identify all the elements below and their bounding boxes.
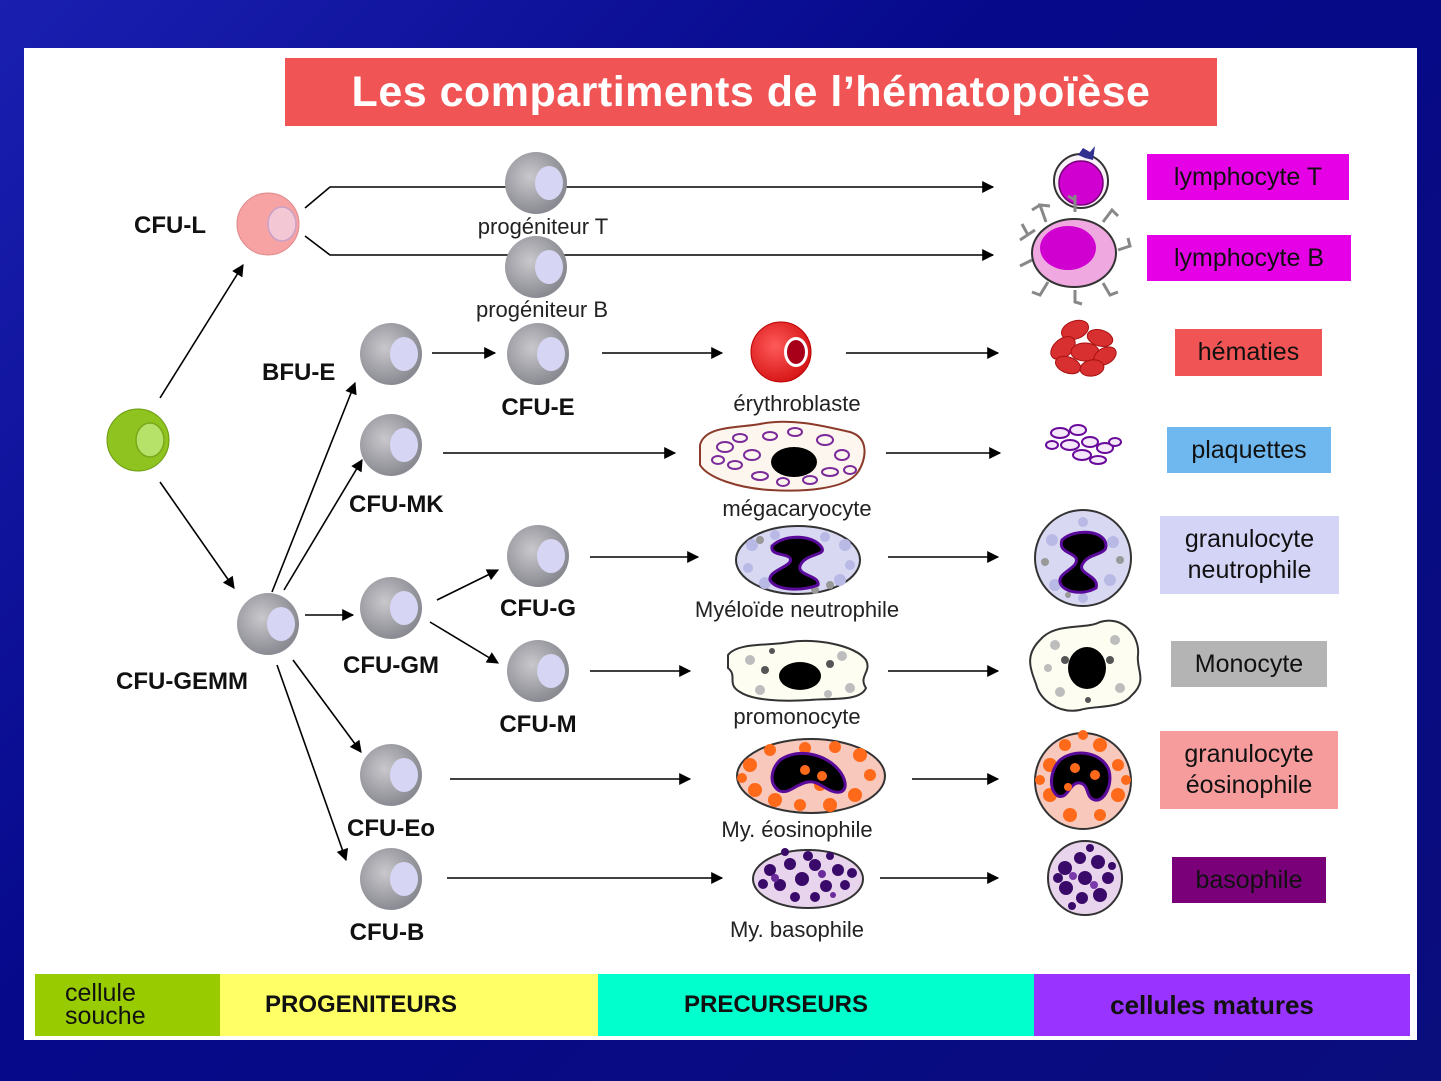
label-progeniteur-t: progéniteur T [478,214,608,239]
box-granulocyte-eosinophile: granulocyte éosinophile [1160,731,1338,809]
label-myeloide-neutrophile: Myéloïde neutrophile [695,597,899,622]
band-precurseurs-label: PRECURSEURS [683,991,869,1018]
label-cfu-l: CFU-L [134,212,206,239]
label-bfu-e: BFU-E [262,359,335,386]
stem-cell-icon [106,408,170,472]
band-cellule-souche-label-1: cellule [65,979,136,1007]
band-cellule-souche-label-2: souche [65,1002,146,1030]
box-plaquettes-label: plaquettes [1191,435,1307,464]
cfu-b-cell-icon [360,848,422,910]
box-plaquettes: plaquettes [1167,427,1331,473]
box-hematies: hématies [1175,329,1322,376]
label-cfu-eo: CFU-Eo [347,815,435,842]
lymphocyte-b-cell-icon [1019,194,1132,306]
my-eosinophile-cell-icon [736,738,886,814]
my-basophile-cell-icon [752,848,864,909]
hematies-cell-icon [1050,319,1117,377]
cfu-g-cell-icon [507,525,569,587]
cell-labels: CFU-L progéniteur T progéniteur B BFU-E … [116,212,899,946]
label-promonocyte: promonocyte [733,704,860,729]
cfu-gemm-cell-icon [237,593,299,655]
box-granulocyte-neutrophile-label-2: neutrophile [1187,556,1312,584]
band-progeniteurs-label: PROGENITEURS [265,991,458,1018]
cfu-e-cell-icon [507,323,569,385]
lymphocyte-t-cell-icon [1053,146,1109,209]
basophile-cell-icon [1047,840,1123,916]
arrow-stem-to-cfu-gemm [159,481,235,589]
monocyte-cell-icon [1029,619,1142,712]
cfu-gm-cell-icon [360,577,422,639]
label-cfu-gemm: CFU-GEMM [116,668,248,695]
band-cellule-souche: cellule souche [35,974,220,1036]
label-cfu-m: CFU-M [499,711,576,738]
box-lymphocyte-b-label: lymphocyte B [1173,243,1325,272]
cfu-l-cell-icon [236,192,300,256]
box-basophile-label: basophile [1195,865,1303,894]
erythroblaste-cell-icon [750,321,812,383]
arrow-gemm-to-cfu-b [276,664,349,862]
band-precurseurs: PRECURSEURS [598,974,1034,1036]
band-progeniteurs: PROGENITEURS [220,974,618,1036]
box-granulocyte-neutrophile: granulocyte neutrophile [1160,516,1339,594]
cfu-mk-cell-icon [360,414,422,476]
band-cellules-matures: cellules matures [1034,974,1410,1036]
bfu-e-cell-icon [360,323,422,385]
box-monocyte-label: Monocyte [1194,649,1304,678]
promonocyte-cell-icon [727,639,869,702]
label-megacaryocyte: mégacaryocyte [722,496,871,521]
arrow-lymphocyte-t [304,181,995,209]
label-my-basophile: My. basophile [730,917,864,942]
progenitor-cells [237,152,569,910]
granulocyte-eosinophile-cell-icon [1034,730,1132,830]
box-basophile: basophile [1172,857,1326,903]
granulocyte-neutrophile-cell-icon [1034,509,1132,607]
label-cfu-gm: CFU-GM [343,652,439,679]
cfu-m-cell-icon [507,640,569,702]
box-granulocyte-eosinophile-label-2: éosinophile [1185,771,1313,799]
label-cfu-mk: CFU-MK [349,491,444,518]
arrow-gemm-to-bfu-e [271,381,357,593]
label-cfu-g: CFU-G [500,595,576,622]
label-erythroblaste: érythroblaste [733,391,860,416]
progeniteur-b-cell-icon [505,236,567,298]
box-granulocyte-neutrophile-label-1: granulocyte [1184,525,1315,553]
box-monocyte: Monocyte [1171,641,1327,687]
box-lymphocyte-b: lymphocyte B [1147,235,1351,281]
box-lymphocyte-t-label: lymphocyte T [1173,162,1323,191]
box-granulocyte-eosinophile-label-1: granulocyte [1184,740,1314,768]
box-lymphocyte-t: lymphocyte T [1147,154,1349,200]
myeloide-neutrophile-cell-icon [735,525,861,595]
progeniteur-t-cell-icon [505,152,567,214]
megacaryocyte-cell-icon [699,420,866,492]
label-cfu-e: CFU-E [501,394,574,421]
label-my-eosinophile: My. éosinophile [721,817,872,842]
arrow-cfu-gm-to-cfu-g [436,569,500,601]
arrows [159,181,1002,884]
label-cfu-b: CFU-B [350,919,425,946]
plaquettes-cell-icon [1045,424,1122,465]
band-cellules-matures-label: cellules matures [1110,989,1314,1020]
cfu-eo-cell-icon [360,744,422,806]
arrow-gemm-to-cfu-eo [292,659,362,753]
arrow-stem-to-cfu-l [159,263,244,399]
box-hematies-label: hématies [1197,338,1300,366]
arrow-gemm-to-cfu-mk [283,458,363,591]
diagram-title: Les compartiments de l’hématopoïèse [285,58,1217,126]
arrow-cfu-gm-to-cfu-m [429,621,500,664]
label-progeniteur-b: progéniteur B [476,297,608,322]
arrow-lymphocyte-b [304,235,995,261]
